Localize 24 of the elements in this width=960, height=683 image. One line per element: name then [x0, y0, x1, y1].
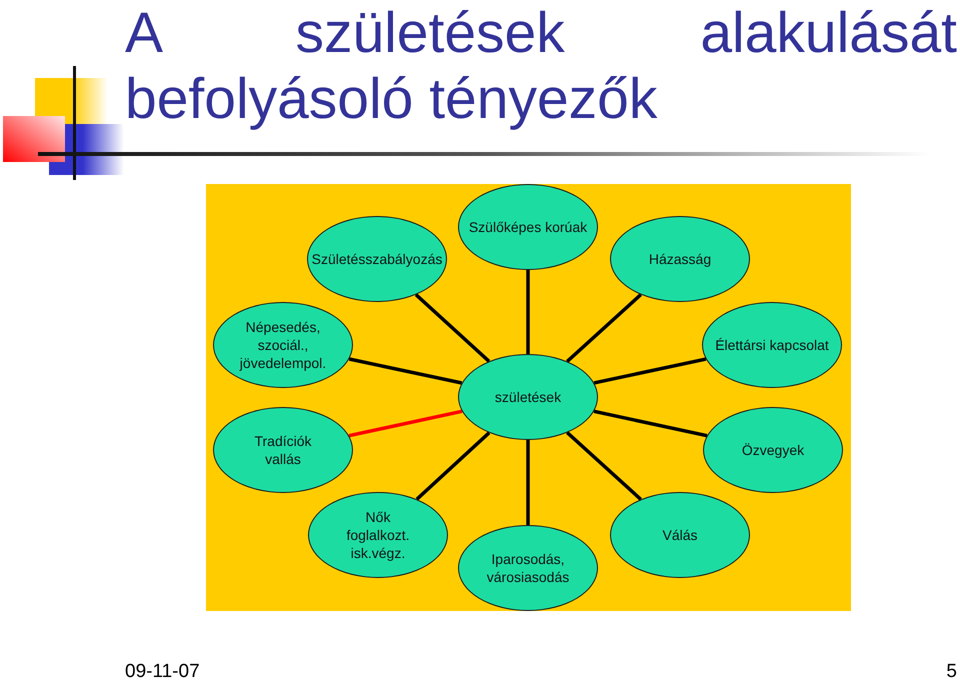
footer-text: 09-11-07	[125, 662, 200, 682]
node-text: Tradíciók vallás	[253, 432, 313, 468]
node-text: Nők foglalkozt. isk.végz.	[345, 508, 411, 562]
connector-line	[348, 410, 462, 438]
slide-title: A születések alakulását befolyásoló tényezők	[125, 0, 957, 132]
connector-line	[566, 293, 642, 363]
connector-line	[416, 432, 490, 500]
connector-line	[526, 270, 530, 354]
node-text: Iparosodás, városiasodás	[486, 550, 570, 586]
connector-line	[526, 440, 530, 525]
node-text: Népesedés, szociál., jövedelempol.	[238, 318, 328, 372]
node-text: Szülőképes korúak	[468, 218, 588, 236]
node-text: Házasság	[648, 250, 712, 268]
connector-line	[348, 357, 462, 385]
connector-line	[594, 410, 708, 438]
node-text: Születésszabályozás	[312, 250, 442, 268]
connector-line	[414, 293, 490, 363]
node-text: Özvegyek	[742, 441, 804, 459]
node-text: születések	[494, 388, 562, 406]
connector-line	[594, 357, 706, 385]
node-text: Élettársi kapcsolat	[715, 336, 829, 354]
footer-text: 5	[946, 662, 957, 682]
connector-line	[566, 431, 642, 501]
node-text: Válás	[662, 526, 698, 544]
